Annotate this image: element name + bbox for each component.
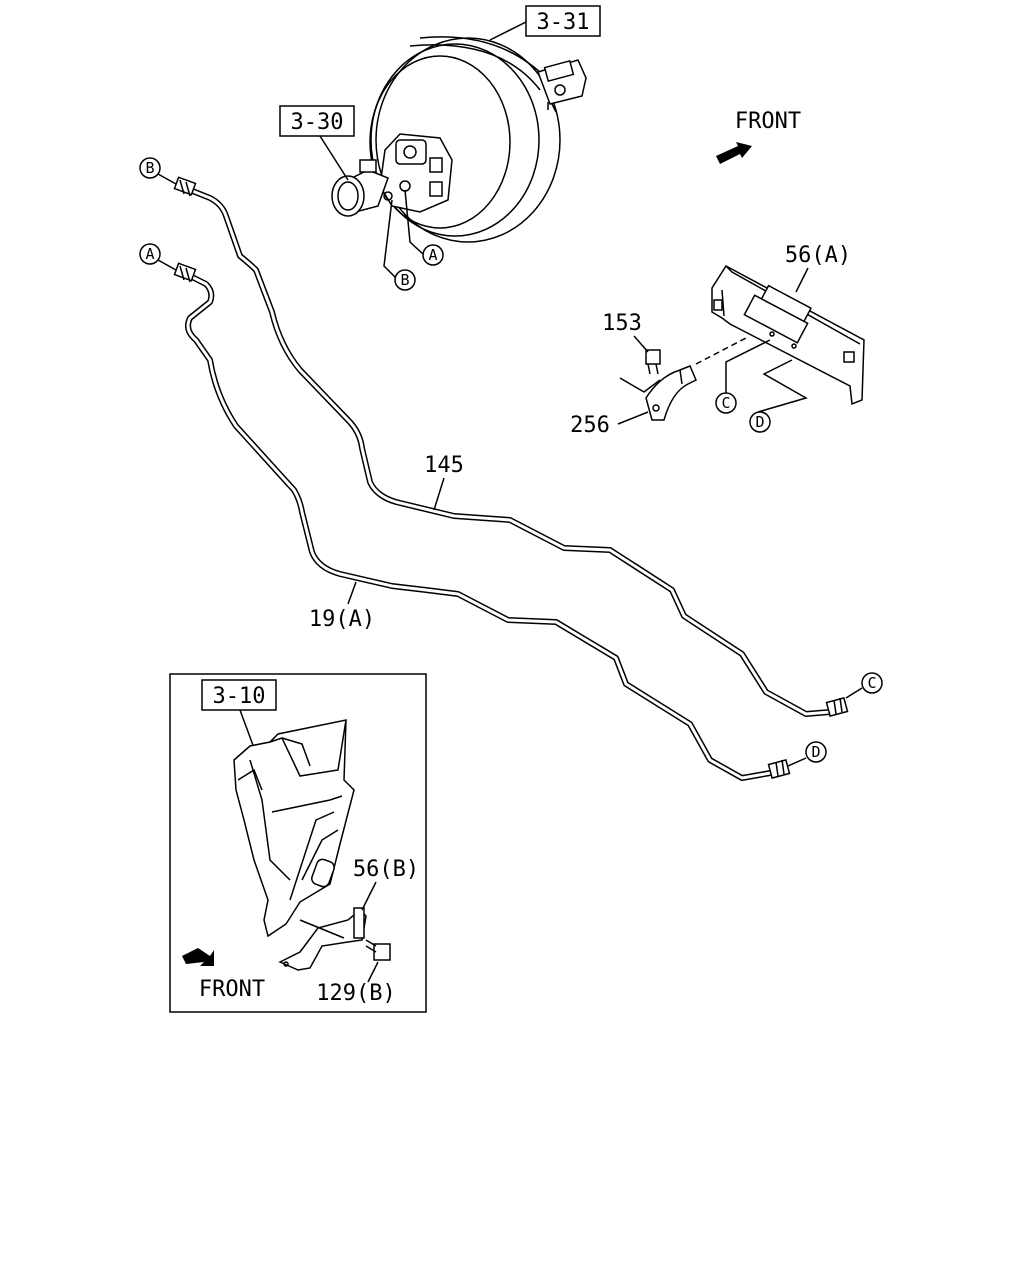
connector-b-pipe: B <box>139 157 177 185</box>
fitting-a-end <box>173 262 197 283</box>
front-indicator-inset: FRONT <box>182 948 265 1002</box>
connector-d-pipe: D <box>787 741 827 767</box>
svg-text:3-31: 3-31 <box>537 10 590 35</box>
label-bolt-153: 153 <box>602 311 649 353</box>
svg-text:A: A <box>145 245 154 263</box>
connector-d-bracket: D <box>749 411 771 433</box>
svg-text:B: B <box>145 159 154 177</box>
svg-text:A: A <box>428 246 437 264</box>
svg-text:145: 145 <box>424 453 464 478</box>
svg-text:D: D <box>811 743 820 761</box>
connector-c-pipe: C <box>845 672 883 699</box>
inset-panel: 3-10 56(B) <box>169 673 427 1013</box>
front-arrow-icon <box>716 142 752 164</box>
svg-text:D: D <box>755 413 764 431</box>
svg-text:3-10: 3-10 <box>213 684 266 709</box>
frame-member <box>233 719 355 938</box>
svg-text:C: C <box>721 394 730 412</box>
label-pipe-145: 145 <box>424 453 464 511</box>
brake-booster <box>331 21 587 243</box>
master-cylinder-body <box>331 133 453 217</box>
svg-text:C: C <box>867 674 876 692</box>
fitting-d-end <box>767 758 791 780</box>
svg-text:256: 256 <box>570 413 610 438</box>
label-clip-256: 256 <box>570 411 649 438</box>
svg-text:19(A): 19(A) <box>309 607 375 632</box>
fitting-b-end <box>173 176 197 197</box>
bolt-153[interactable] <box>645 349 661 375</box>
bracket-56a[interactable] <box>711 265 865 406</box>
svg-text:153: 153 <box>602 311 642 336</box>
svg-text:56(B): 56(B) <box>353 857 419 882</box>
brake-pipe-19a[interactable] <box>185 273 779 781</box>
svg-text:129(B): 129(B) <box>316 981 395 1006</box>
front-indicator-top: FRONT <box>716 109 801 164</box>
connector-a-master: A <box>422 244 444 266</box>
bolt-129b[interactable] <box>365 939 391 961</box>
ref-box-booster[interactable]: 3-31 <box>525 5 601 37</box>
bracket-56b[interactable] <box>278 907 367 971</box>
brake-pipe-145[interactable] <box>187 187 833 717</box>
label-pipe-19a: 19(A) <box>309 581 375 632</box>
connector-a-pipe: A <box>139 243 177 271</box>
fitting-c-end <box>825 696 849 718</box>
ref-box-inset[interactable]: 3-10 <box>201 679 277 749</box>
booster-clevis <box>537 59 587 113</box>
svg-text:56(A): 56(A) <box>785 243 851 268</box>
svg-text:FRONT: FRONT <box>199 977 265 1002</box>
label-bolt-129b: 129(B) <box>316 961 396 1006</box>
label-bracket-56a: 56(A) <box>785 243 851 293</box>
connector-b-master: B <box>394 269 416 291</box>
ref-box-master-cylinder[interactable]: 3-30 <box>279 105 355 181</box>
connector-c-bracket: C <box>715 392 737 414</box>
front-arrow-icon <box>182 948 214 966</box>
clip-256[interactable] <box>645 365 697 421</box>
svg-text:FRONT: FRONT <box>735 109 801 134</box>
svg-text:B: B <box>400 271 409 289</box>
label-bracket-56b: 56(B) <box>353 857 419 911</box>
svg-text:3-30: 3-30 <box>291 110 344 135</box>
